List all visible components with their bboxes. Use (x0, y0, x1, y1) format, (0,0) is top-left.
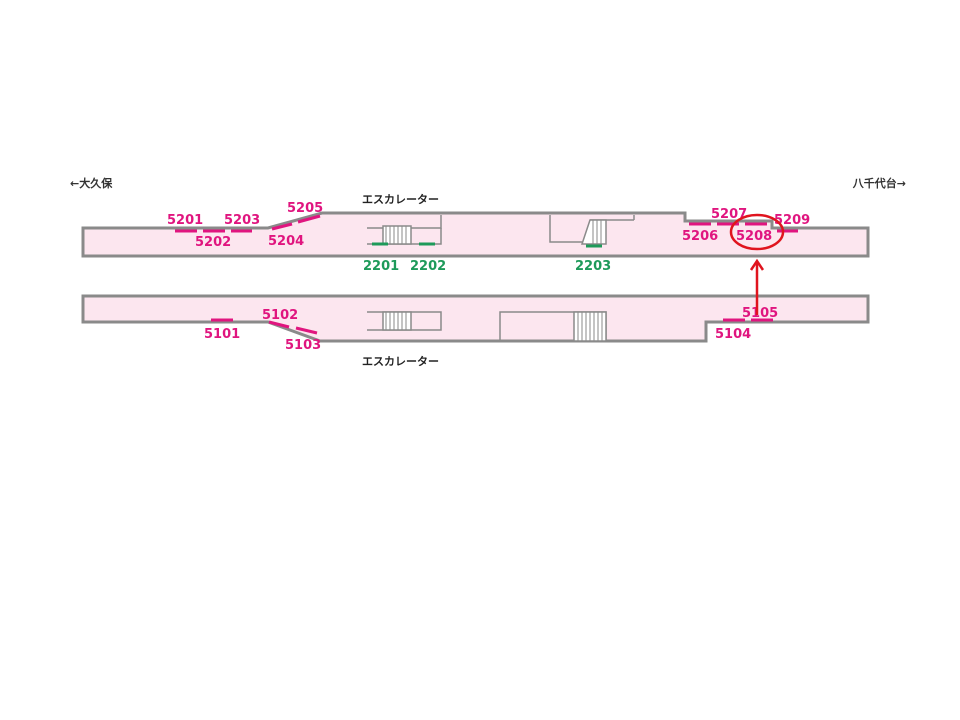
direction-left: ←大久保 (70, 176, 113, 190)
ad-label: 5202 (195, 235, 231, 250)
ad-marker-5103[interactable] (295, 326, 318, 335)
arrow-up-icon (749, 258, 765, 315)
upper-platform (81, 211, 870, 258)
direction-right: 八千代台→ (852, 176, 906, 190)
ad-label: 5201 (167, 213, 203, 228)
ad-label: 5101 (204, 327, 240, 342)
escalator-label-lower: エスカレーター (362, 355, 439, 368)
ad-label: 2201 (363, 259, 399, 274)
ad-label: 5205 (287, 201, 323, 216)
ad-label: 5105 (742, 306, 778, 321)
ad-marker-5102[interactable] (268, 320, 290, 329)
ad-marker-5205[interactable] (297, 214, 321, 224)
escalator-lower-1 (367, 311, 442, 331)
lower-platform (81, 294, 870, 343)
ad-label: 5208 (736, 229, 772, 244)
escalator-label-upper: エスカレーター (362, 193, 439, 206)
ad-marker-5204[interactable] (271, 222, 293, 231)
escalator-upper-1 (367, 215, 442, 245)
ad-label: 5102 (262, 308, 298, 323)
ad-label: 5206 (682, 229, 718, 244)
escalator-lower-2 (499, 311, 607, 342)
ad-label: 2202 (410, 259, 446, 274)
ad-label: 5203 (224, 213, 260, 228)
ad-label: 5209 (774, 213, 810, 228)
ad-label: 5204 (268, 234, 304, 249)
ad-label: 5207 (711, 207, 747, 222)
ad-label: 5104 (715, 327, 751, 342)
escalator-upper-2 (549, 215, 635, 245)
ad-label: 5103 (285, 338, 321, 353)
highlight-circle (729, 213, 785, 251)
ad-label: 2203 (575, 259, 611, 274)
